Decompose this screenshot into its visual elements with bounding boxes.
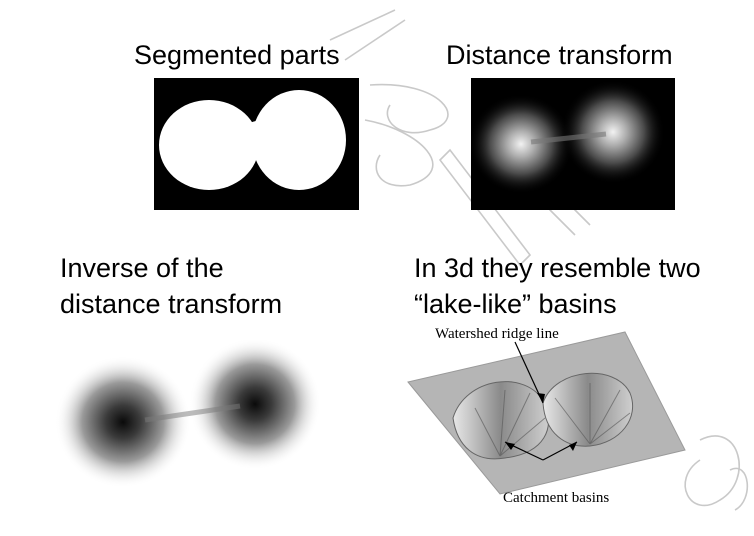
segmented-parts-image — [154, 78, 359, 210]
segmented-parts-title: Segmented parts — [134, 40, 340, 70]
distance-transform-image — [471, 78, 675, 210]
basins-3d-image: Watershed ridge line Catchment basins — [407, 326, 686, 506]
catchment-basins-caption: Catchment basins — [503, 490, 609, 506]
watershed-ridge-caption: Watershed ridge line — [435, 326, 559, 342]
left-basin — [452, 381, 550, 460]
basins-title-line-2: “lake-like” basins — [414, 289, 617, 319]
inverse-title-line-1: Inverse of the — [60, 253, 224, 283]
inverse-title-line-2: distance transform — [60, 289, 283, 319]
inverse-distance-image — [55, 340, 325, 490]
basins-title-line-1: In 3d they resemble two — [414, 253, 701, 283]
distance-transform-title: Distance transform — [446, 40, 673, 70]
